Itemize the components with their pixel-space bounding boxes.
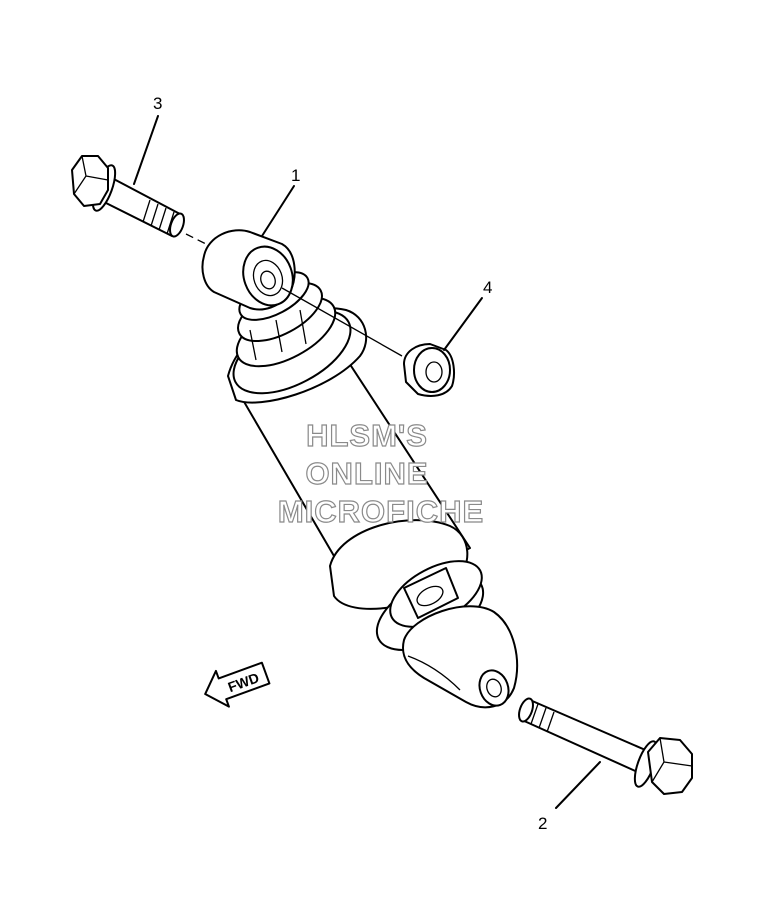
watermark-line-2: ONLINE bbox=[305, 456, 428, 491]
fwd-direction-arrow: FWD bbox=[204, 661, 271, 708]
part-4-collar[interactable] bbox=[403, 343, 455, 397]
part-1-rear-shock-absorber[interactable] bbox=[201, 229, 518, 709]
watermark-line-1: HLSM'S bbox=[306, 418, 428, 453]
callout-1: 1 bbox=[291, 166, 300, 185]
part-3-upper-bolt[interactable] bbox=[71, 155, 187, 238]
callout-2: 2 bbox=[538, 814, 547, 833]
watermark-line-3: MICROFICHE bbox=[278, 494, 484, 529]
callout-3: 3 bbox=[153, 94, 162, 113]
leader-lines bbox=[133, 115, 601, 809]
part-2-lower-bolt[interactable] bbox=[516, 697, 693, 795]
callout-4: 4 bbox=[483, 278, 492, 297]
watermark: HLSM'S ONLINE MICROFICHE bbox=[277, 417, 484, 529]
